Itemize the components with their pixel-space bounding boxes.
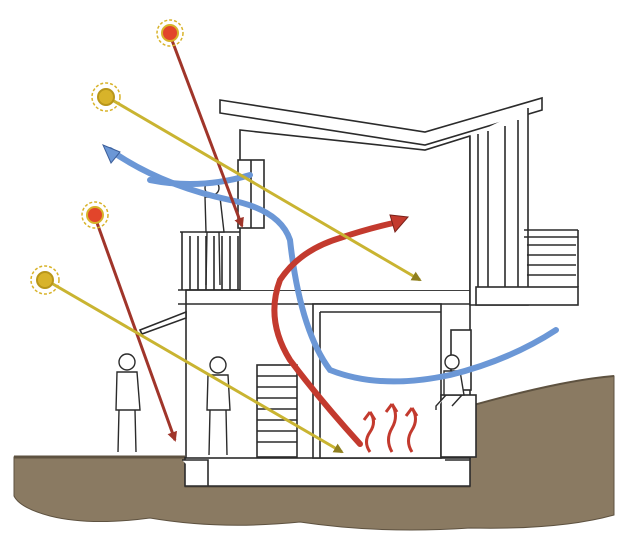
low-sun-icon <box>91 82 121 112</box>
person-on-upper-balcony <box>204 180 225 286</box>
high-sun-icon <box>156 19 184 47</box>
low-sun-ray-1 <box>106 95 422 282</box>
staircase <box>256 364 298 458</box>
low-sun-ray-2 <box>45 278 344 454</box>
cool-air-top-loop <box>107 147 559 385</box>
right-balcony <box>475 229 579 306</box>
ground-slope-line <box>469 375 615 407</box>
rising-heat-arrows <box>362 403 419 453</box>
cool-air-arrow-head <box>102 144 121 164</box>
foundation <box>184 456 471 487</box>
entry-awning <box>138 310 187 335</box>
high-sun-icon <box>81 201 109 229</box>
sun-rays <box>45 34 422 454</box>
person-standing-inside <box>206 356 231 456</box>
high-sun-ray-1 <box>168 34 244 228</box>
warm-air-flow <box>271 219 401 447</box>
ledge <box>440 394 477 458</box>
roof <box>219 96 543 146</box>
warm-air-arrow-head <box>389 214 410 234</box>
upper-floor <box>239 129 471 290</box>
high-sun-ray-2 <box>94 219 178 442</box>
cool-air-inlet <box>147 172 253 187</box>
cool-air-flow <box>107 147 559 385</box>
footing-left <box>182 459 209 486</box>
person-standing-outside <box>115 353 141 453</box>
upper-balcony-railing <box>180 231 240 290</box>
low-sun-icon <box>30 265 60 295</box>
